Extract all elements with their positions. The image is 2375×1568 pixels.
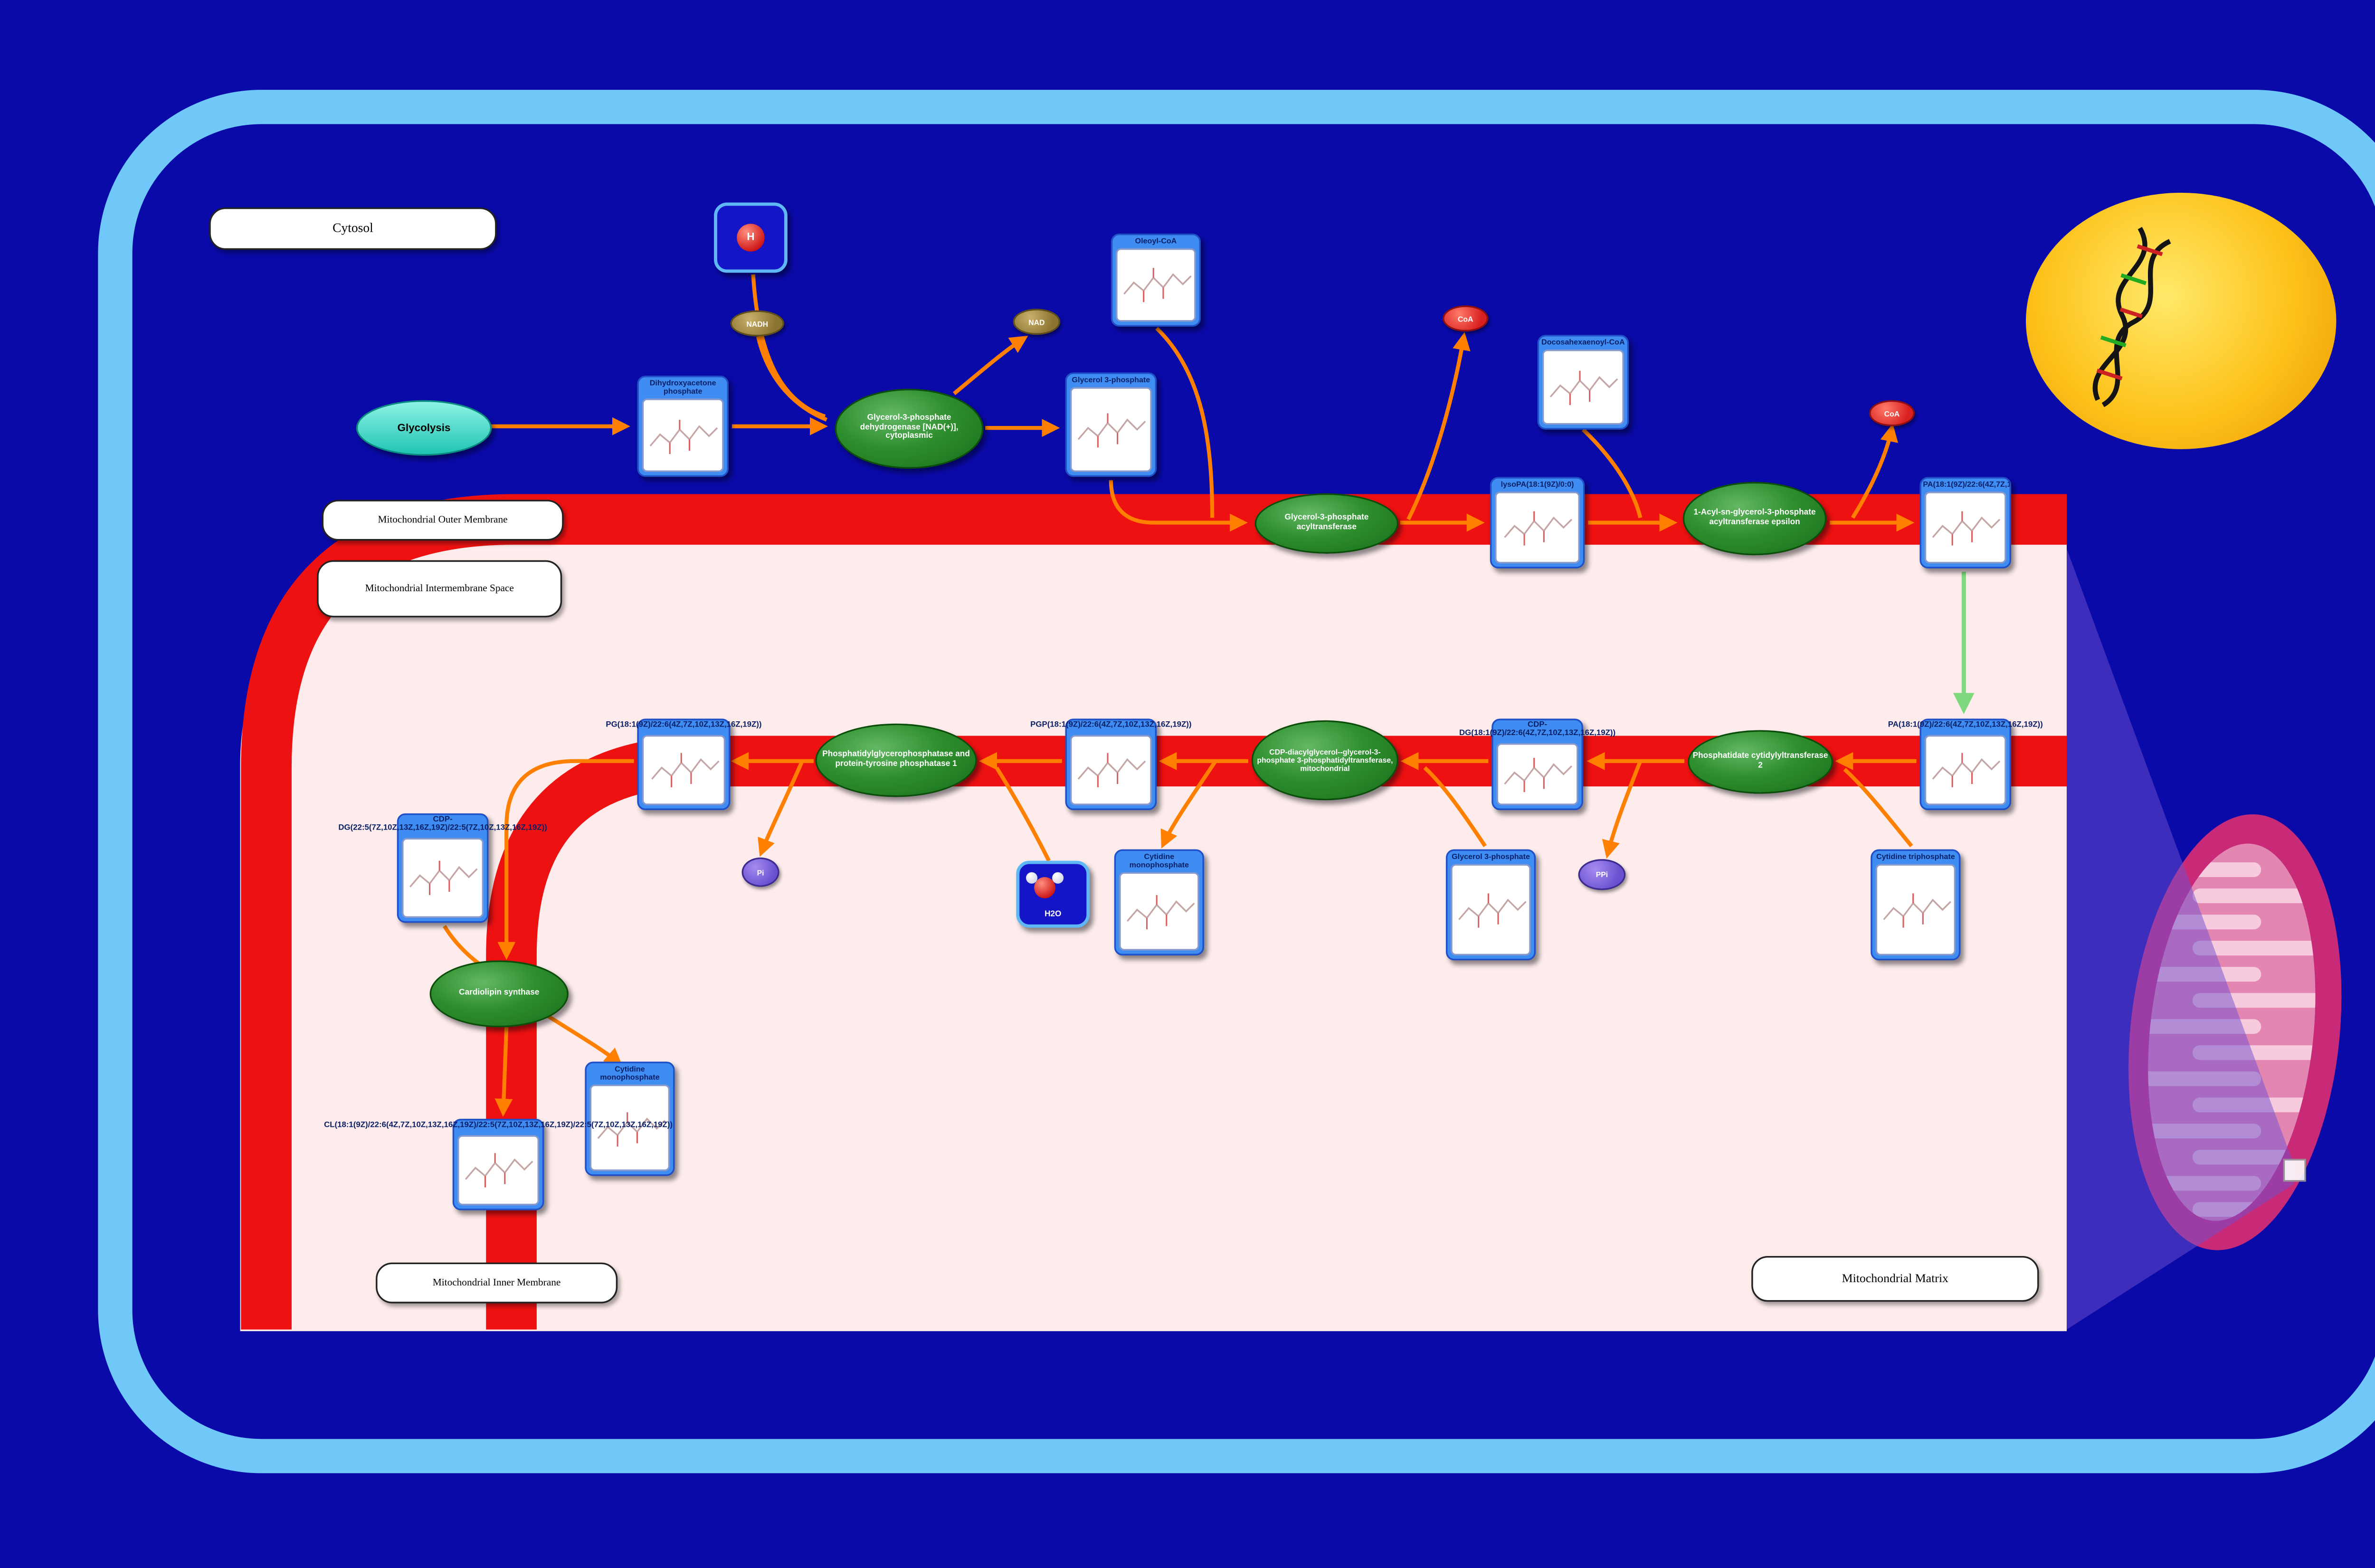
chemical-structure bbox=[1119, 872, 1199, 951]
metabolite-pg[interactable]: PG(18:1(9Z)/22:6(4Z,7Z,10Z,13Z,16Z,19Z)) bbox=[606, 718, 762, 810]
pathway-node-glycolysis[interactable]: Glycolysis bbox=[356, 400, 492, 456]
chemical-structure bbox=[1542, 349, 1624, 425]
metabolite-label: CDP-DG(22:5(7Z,10Z,13Z,16Z,19Z)/22:5(7Z,… bbox=[338, 816, 547, 833]
chemical-structure bbox=[1495, 491, 1580, 564]
label-inner-membrane: Mitochondrial Inner Membrane bbox=[376, 1262, 618, 1304]
metabolite-cdp-dg1[interactable]: CDP-DG(18:1(9Z)/22:6(4Z,7Z,10Z,13Z,16Z,1… bbox=[1459, 718, 1615, 810]
metabolite-label: PG(18:1(9Z)/22:6(4Z,7Z,10Z,13Z,16Z,19Z)) bbox=[606, 722, 762, 730]
cofactor-ppi[interactable]: PPi bbox=[1578, 859, 1626, 890]
enzyme-pgps[interactable]: CDP-diacylglycerol--glycerol-3-phosphate… bbox=[1251, 720, 1399, 801]
metabolite-ctp[interactable]: Cytidine triphosphate bbox=[1871, 849, 1961, 961]
cofactor-label: H bbox=[747, 232, 755, 244]
reaction-arrows bbox=[443, 274, 1917, 1117]
metabolite-cmp-matrix[interactable]: Cytidine monophosphate bbox=[1114, 849, 1204, 956]
cofactor-pi[interactable]: Pi bbox=[741, 857, 779, 887]
metabolite-cdp-dg2[interactable]: CDP-DG(22:5(7Z,10Z,13Z,16Z,19Z)/22:5(7Z,… bbox=[338, 813, 547, 923]
label-cytosol: Cytosol bbox=[209, 207, 497, 250]
cofactor-label: CoA bbox=[1884, 409, 1900, 417]
metabolite-label: PA(18:1(9Z)/22:6(4Z,7Z,10Z,13Z,16Z,19Z)) bbox=[1888, 722, 2043, 730]
enzyme-label: Glycerol-3-phosphate acyltransferase bbox=[1284, 512, 1369, 532]
water-node[interactable]: H2O bbox=[1016, 860, 1090, 928]
chemical-structure bbox=[1116, 247, 1196, 322]
enzyme-ptpmt1[interactable]: Phosphatidylglycerophosphatase and prote… bbox=[815, 723, 977, 797]
chemical-structure bbox=[589, 1084, 670, 1171]
chemical-structure bbox=[642, 734, 726, 805]
water-molecule-icon: H2O bbox=[1019, 864, 1086, 924]
proton-node[interactable]: H bbox=[714, 202, 788, 273]
chemical-structure bbox=[1924, 734, 2006, 805]
nucleus bbox=[2025, 192, 2337, 449]
cofactor-label: H2O bbox=[1045, 909, 1062, 920]
cell-boundary bbox=[98, 90, 2375, 1474]
enzyme-cds2[interactable]: Phosphatidate cytidylyltransferase 2 bbox=[1688, 730, 1834, 794]
label-text: Mitochondrial Matrix bbox=[1842, 1270, 1948, 1285]
h-plus-ball: H bbox=[737, 224, 765, 252]
inner-membrane bbox=[486, 736, 2067, 1330]
enzyme-crls1[interactable]: Cardiolipin synthase bbox=[429, 960, 569, 1028]
enzyme-agpat[interactable]: 1-Acyl-sn-glycerol-3-phosphate acyltrans… bbox=[1682, 482, 1827, 556]
metabolite-label: CDP-DG(18:1(9Z)/22:6(4Z,7Z,10Z,13Z,16Z,1… bbox=[1459, 721, 1616, 739]
chemical-structure bbox=[457, 1134, 540, 1206]
label-text: Mitochondrial Inner Membrane bbox=[432, 1277, 561, 1289]
cofactor-nad[interactable]: NAD bbox=[1013, 309, 1061, 335]
metabolite-oleoyl-coa[interactable]: Oleoyl-CoA bbox=[1111, 233, 1201, 327]
metabolite-g3p-matrix[interactable]: Glycerol 3-phosphate bbox=[1445, 849, 1536, 961]
cofactor-nadh[interactable]: NADH bbox=[730, 310, 784, 337]
chemical-structure bbox=[402, 837, 484, 918]
metabolite-label: CL(18:1(9Z)/22:6(4Z,7Z,10Z,13Z,16Z,19Z)/… bbox=[324, 1122, 673, 1131]
chemical-structure bbox=[642, 398, 724, 472]
enzyme-label: CDP-diacylglycerol--glycerol-3-phosphate… bbox=[1257, 747, 1393, 773]
label-text: Mitochondrial Outer Membrane bbox=[378, 514, 508, 526]
metabolite-dhap[interactable]: Dihydroxyacetone phosphate bbox=[637, 376, 729, 477]
chemical-structure bbox=[1070, 387, 1152, 472]
metabolite-label: PGP(18:1(9Z)/22:6(4Z,7Z,10Z,13Z,16Z,19Z)… bbox=[1030, 722, 1192, 730]
metabolite-label: Docosahexaenoyl-CoA bbox=[1541, 338, 1625, 347]
chemical-structure bbox=[1924, 491, 2006, 564]
cofactor-label: NADH bbox=[746, 319, 769, 328]
metabolite-label: Cytidine triphosphate bbox=[1876, 852, 1955, 861]
metabolite-pa-matrix[interactable]: PA(18:1(9Z)/22:6(4Z,7Z,10Z,13Z,16Z,19Z)) bbox=[1888, 718, 2043, 810]
cofactor-coa-a[interactable]: CoA bbox=[1443, 305, 1489, 332]
metabolite-cl[interactable]: CL(18:1(9Z)/22:6(4Z,7Z,10Z,13Z,16Z,19Z)/… bbox=[324, 1119, 673, 1210]
metabolite-docosahexaenoyl-coa[interactable]: Docosahexaenoyl-CoA bbox=[1537, 335, 1629, 430]
cofactor-label: NAD bbox=[1028, 317, 1045, 326]
pathway-node-label: Glycolysis bbox=[397, 422, 451, 434]
metabolite-label: lysoPA(18:1(9Z)/0:0) bbox=[1501, 480, 1574, 489]
cofactor-label: Pi bbox=[757, 868, 764, 877]
enzyme-gpat[interactable]: Glycerol-3-phosphate acyltransferase bbox=[1254, 493, 1399, 554]
chemical-structure bbox=[1070, 734, 1152, 805]
enzyme-label: Phosphatidate cytidylyltransferase 2 bbox=[1692, 751, 1828, 770]
metabolite-label: Oleoyl-CoA bbox=[1135, 236, 1177, 245]
enzyme-label: 1-Acyl-sn-glycerol-3-phosphate acyltrans… bbox=[1693, 507, 1816, 527]
cofactor-coa-b[interactable]: CoA bbox=[1869, 400, 1915, 426]
label-matrix: Mitochondrial Matrix bbox=[1751, 1256, 2039, 1302]
enzyme-label: Glycerol-3-phosphate dehydrogenase [NAD(… bbox=[860, 413, 959, 442]
metabolite-pa-cytosol[interactable]: PA(18:1(9Z)/22:6(4Z,7Z,10Z,13Z,16Z,19Z)) bbox=[1919, 477, 2012, 568]
zoom-region-indicator bbox=[2283, 1159, 2306, 1182]
label-text: Mitochondrial Intermembrane Space bbox=[365, 583, 514, 595]
metabolite-label: Cytidine monophosphate bbox=[600, 1065, 660, 1082]
metabolite-label: Glycerol 3-phosphate bbox=[1072, 376, 1150, 384]
metabolite-label: Dihydroxyacetone phosphate bbox=[649, 378, 716, 396]
cofactor-label: PPi bbox=[1596, 870, 1608, 879]
metabolite-g3p-cytosol[interactable]: Glycerol 3-phosphate bbox=[1065, 372, 1157, 477]
label-intermembrane-space: Mitochondrial Intermembrane Space bbox=[317, 560, 562, 618]
chemical-structure bbox=[1875, 863, 1956, 956]
label-outer-membrane: Mitochondrial Outer Membrane bbox=[322, 500, 564, 541]
metabolite-label: PA(18:1(9Z)/22:6(4Z,7Z,10Z,13Z,16Z,19Z)) bbox=[1923, 480, 2009, 489]
metabolite-lysopa[interactable]: lysoPA(18:1(9Z)/0:0) bbox=[1490, 477, 1585, 568]
cofactor-label: CoA bbox=[1457, 314, 1473, 323]
metabolite-label: Glycerol 3-phosphate bbox=[1452, 852, 1530, 861]
enzyme-gpd1[interactable]: Glycerol-3-phosphate dehydrogenase [NAD(… bbox=[835, 388, 984, 469]
chemical-structure bbox=[1496, 742, 1578, 805]
enzyme-label: Cardiolipin synthase bbox=[459, 987, 540, 998]
metabolite-label: Cytidine monophosphate bbox=[1129, 852, 1189, 869]
metabolite-pgp[interactable]: PGP(18:1(9Z)/22:6(4Z,7Z,10Z,13Z,16Z,19Z)… bbox=[1030, 718, 1192, 810]
chemical-structure bbox=[1451, 863, 1531, 956]
label-text: Cytosol bbox=[332, 221, 373, 236]
dna-icon bbox=[2092, 227, 2171, 407]
enzyme-label: Phosphatidylglycerophosphatase and prote… bbox=[822, 749, 970, 769]
zoom-beam bbox=[2066, 548, 2294, 1330]
metabolite-cmp-lower[interactable]: Cytidine monophosphate bbox=[585, 1061, 675, 1176]
